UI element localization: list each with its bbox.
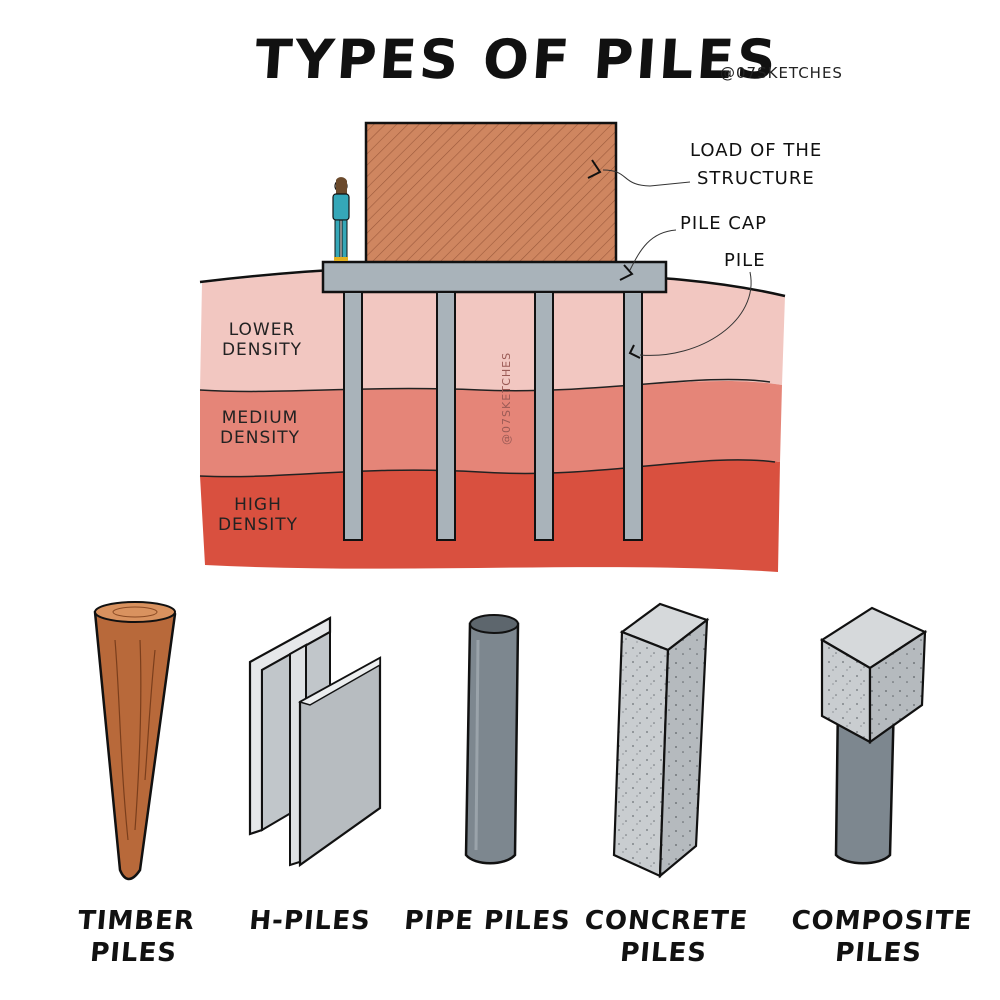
label-timber-piles: TIMBER PILES [57, 905, 213, 969]
label-timber-line1: TIMBER [76, 906, 197, 936]
soil-label-high-line2: DENSITY [217, 515, 299, 535]
label-h-piles-line1: H-PILES [248, 906, 372, 936]
label-pipe-piles-line1: PIPE PILES [402, 906, 572, 936]
author-handle: @07SKETCHES [720, 64, 843, 82]
label-composite-line2: PILES [833, 938, 924, 968]
pile-4 [623, 291, 643, 541]
h-pile-illustration [248, 616, 382, 868]
soil-label-low-line1: LOWER [228, 320, 296, 340]
label-timber-line2: PILES [88, 938, 179, 968]
callout-pile-cap: PILE CAP [680, 213, 768, 234]
soil-label-medium-line2: DENSITY [219, 428, 301, 448]
label-composite-line1: COMPOSITE [790, 906, 974, 936]
pile-3 [534, 291, 554, 541]
callout-load-line2: STRUCTURE [697, 168, 815, 189]
pipe-pile-illustration [464, 614, 520, 865]
pile-2 [436, 291, 456, 541]
leader-load [602, 169, 691, 187]
leader-pile-cap [629, 229, 677, 271]
soil-label-low: LOWER DENSITY [212, 320, 312, 360]
label-pipe-piles: PIPE PILES [399, 905, 577, 937]
concrete-pile-illustration [612, 602, 710, 879]
soil-label-high: HIGH DENSITY [208, 495, 308, 535]
leader-pile [639, 271, 752, 356]
callout-load-line1: LOAD OF THE [690, 140, 823, 161]
soil-label-high-line1: HIGH [234, 495, 282, 515]
structure-load-block [364, 121, 618, 265]
timber-pile-illustration [93, 601, 177, 881]
label-concrete-line1: CONCRETE [583, 906, 750, 936]
soil-label-medium-line1: MEDIUM [221, 408, 299, 428]
pile-cap [321, 260, 668, 294]
pile-1 [343, 291, 363, 541]
label-concrete-piles: CONCRETE PILES [577, 905, 753, 969]
soil-label-medium: MEDIUM DENSITY [210, 408, 310, 448]
composite-pile-illustration [819, 606, 928, 865]
callout-pile: PILE [724, 250, 766, 271]
label-h-piles: H-PILES [239, 905, 382, 937]
watermark: @07SKETCHES [500, 351, 513, 445]
soil-label-low-line2: DENSITY [221, 340, 303, 360]
label-concrete-line2: PILES [618, 938, 709, 968]
person-figure [332, 177, 350, 261]
label-composite-piles: COMPOSITE PILES [787, 905, 974, 969]
